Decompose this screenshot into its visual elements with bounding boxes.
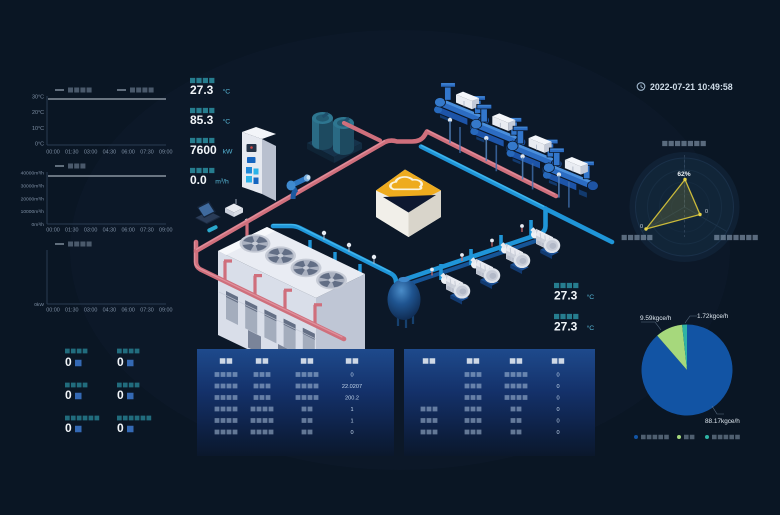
svg-text:7600: 7600	[190, 143, 217, 157]
svg-text:kW: kW	[223, 149, 233, 156]
svg-text:0: 0	[350, 430, 353, 436]
svg-text:0: 0	[350, 373, 353, 379]
svg-text:07:30: 07:30	[140, 308, 154, 314]
svg-text:0.0: 0.0	[190, 173, 207, 187]
svg-text:62%: 62%	[677, 171, 690, 178]
svg-text:0kW: 0kW	[34, 302, 44, 308]
svg-text:85.3: 85.3	[190, 113, 214, 127]
svg-text:0: 0	[117, 388, 124, 402]
svg-text:00:00: 00:00	[46, 150, 60, 156]
svg-text:03:00: 03:00	[84, 228, 98, 234]
svg-text:07:30: 07:30	[140, 150, 154, 156]
svg-text:22.0207: 22.0207	[342, 384, 362, 390]
svg-text:°C: °C	[587, 293, 595, 301]
svg-text:06:00: 06:00	[121, 150, 135, 156]
svg-text:20°C: 20°C	[32, 110, 44, 116]
svg-text:03:00: 03:00	[84, 308, 98, 314]
svg-text:04:30: 04:30	[103, 150, 117, 156]
svg-text:00:00: 00:00	[46, 228, 60, 234]
svg-text:20000m³/h: 20000m³/h	[21, 196, 45, 202]
svg-text:0: 0	[65, 355, 72, 369]
svg-text:09:00: 09:00	[159, 228, 173, 234]
svg-text:04:30: 04:30	[103, 308, 117, 314]
svg-text:0: 0	[65, 388, 72, 402]
svg-text:0: 0	[65, 421, 72, 435]
svg-text:0: 0	[117, 421, 124, 435]
svg-text:01:30: 01:30	[65, 150, 79, 156]
svg-text:0: 0	[640, 224, 643, 230]
svg-text:40000m³/h: 40000m³/h	[21, 171, 45, 177]
svg-text:30°C: 30°C	[32, 95, 44, 101]
svg-text:200.2: 200.2	[345, 396, 359, 402]
svg-text:0: 0	[705, 209, 708, 215]
svg-text:27.3: 27.3	[554, 289, 578, 303]
svg-text:0: 0	[556, 396, 559, 402]
svg-text:0: 0	[556, 430, 559, 436]
svg-text:1: 1	[350, 419, 353, 425]
svg-text:27.3: 27.3	[554, 320, 578, 334]
svg-text:1: 1	[350, 407, 353, 413]
svg-text:09:00: 09:00	[159, 308, 173, 314]
svg-text:10°C: 10°C	[32, 126, 44, 132]
svg-text:°C: °C	[587, 324, 595, 332]
svg-text:30000m³/h: 30000m³/h	[21, 183, 45, 189]
svg-text:04:30: 04:30	[103, 228, 117, 234]
svg-text:0: 0	[556, 419, 559, 425]
svg-text:07:30: 07:30	[140, 228, 154, 234]
svg-text:1.72kgce/h: 1.72kgce/h	[697, 313, 729, 320]
svg-text:0°C: 0°C	[35, 142, 44, 148]
svg-text:0m³/h: 0m³/h	[31, 222, 44, 228]
svg-text:10000m³/h: 10000m³/h	[21, 209, 45, 215]
svg-text:09:00: 09:00	[159, 150, 173, 156]
svg-text:03:00: 03:00	[84, 150, 98, 156]
svg-text:06:00: 06:00	[121, 228, 135, 234]
svg-text:27.3: 27.3	[190, 83, 214, 97]
svg-text:0: 0	[556, 373, 559, 379]
svg-text:06:00: 06:00	[121, 308, 135, 314]
svg-text:88.17kgce/h: 88.17kgce/h	[705, 418, 740, 425]
svg-text:m³/h: m³/h	[215, 179, 229, 186]
svg-text:°C: °C	[223, 118, 231, 126]
svg-text:°C: °C	[223, 88, 231, 96]
svg-text:2022-07-21 10:49:58: 2022-07-21 10:49:58	[650, 82, 733, 92]
svg-text:01:30: 01:30	[65, 308, 79, 314]
svg-text:0: 0	[556, 384, 559, 390]
svg-text:00:00: 00:00	[46, 308, 60, 314]
svg-text:0: 0	[117, 355, 124, 369]
svg-text:0: 0	[556, 407, 559, 413]
svg-text:9.59kgce/h: 9.59kgce/h	[640, 315, 672, 322]
svg-text:01:30: 01:30	[65, 228, 79, 234]
